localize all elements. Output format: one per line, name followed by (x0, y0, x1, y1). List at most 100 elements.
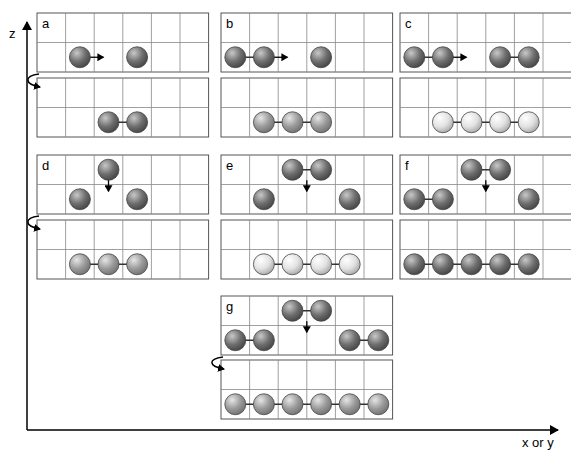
atom (311, 300, 332, 321)
grid-line (221, 42, 393, 43)
atom (339, 254, 360, 275)
atom (127, 254, 148, 275)
step-arrow (28, 216, 40, 229)
atom (461, 112, 482, 133)
atom (253, 112, 274, 133)
atom (461, 159, 482, 180)
grid-line (37, 107, 209, 108)
grid-frame (400, 220, 571, 279)
step-arrow (212, 357, 224, 369)
atom (432, 47, 453, 68)
atom (69, 189, 90, 210)
atom (127, 189, 148, 210)
panel-letter: c (405, 16, 412, 31)
move-arrow (453, 57, 466, 58)
grid-line (37, 249, 209, 250)
grid-frame (37, 220, 209, 279)
atom (127, 112, 148, 133)
grid-line (400, 42, 571, 43)
atom (368, 330, 389, 351)
atom (98, 254, 119, 275)
atom (461, 254, 482, 275)
grid-line (221, 249, 393, 250)
atom (339, 330, 360, 351)
atom (518, 47, 539, 68)
grid-frame (400, 13, 571, 72)
x-axis (27, 429, 558, 431)
atom (282, 300, 303, 321)
panel-letter: b (226, 16, 233, 31)
atom (69, 47, 90, 68)
atom (339, 394, 360, 415)
atom (432, 112, 453, 133)
atom (311, 254, 332, 275)
atom (253, 254, 274, 275)
grid-frame (400, 78, 571, 137)
atom (98, 159, 119, 180)
atom (339, 189, 360, 210)
atom (490, 159, 511, 180)
atom (518, 112, 539, 133)
atom (282, 159, 303, 180)
move-arrow (90, 57, 103, 58)
atom (432, 254, 453, 275)
grid-line (306, 155, 307, 214)
grid-line (400, 107, 571, 108)
grid-frame (221, 155, 393, 214)
atom (404, 189, 425, 210)
atom (490, 254, 511, 275)
grid-frame (37, 155, 209, 214)
grid-frame (400, 155, 571, 214)
atom (253, 394, 274, 415)
atom (69, 254, 90, 275)
atom (225, 47, 246, 68)
atom (404, 254, 425, 275)
grid-line (221, 107, 393, 108)
atom (253, 330, 274, 351)
grid-line (485, 155, 486, 214)
atom (98, 112, 119, 133)
atom (282, 254, 303, 275)
panel-letter: d (42, 158, 49, 173)
atom (518, 189, 539, 210)
atom (282, 112, 303, 133)
atom (225, 394, 246, 415)
axis-label: z (9, 26, 16, 41)
move-arrow (485, 180, 486, 191)
grid-frame (221, 78, 393, 137)
atom (311, 112, 332, 133)
atom (311, 47, 332, 68)
atom (404, 47, 425, 68)
grid-frame (221, 13, 393, 72)
atom (282, 394, 303, 415)
panel-letter: a (42, 16, 49, 31)
grid-frame (37, 78, 209, 137)
grid-frame (221, 360, 393, 419)
atom (432, 189, 453, 210)
z-axis (26, 22, 28, 430)
step-arrow (28, 74, 40, 87)
atom (253, 47, 274, 68)
grid-frame (221, 220, 393, 279)
move-arrow (306, 180, 307, 191)
panel-letter: g (226, 299, 233, 314)
move-arrow (274, 57, 287, 58)
grid-line (37, 42, 209, 43)
atom (253, 189, 274, 210)
atom (368, 394, 389, 415)
grid-frame (37, 13, 209, 72)
atom (490, 112, 511, 133)
axis-label: x or y (522, 435, 554, 450)
grid-line (400, 249, 571, 250)
grid-line (306, 296, 307, 355)
move-arrow (306, 321, 307, 332)
panel-letter: f (405, 158, 409, 173)
move-arrow (108, 180, 109, 191)
atom (518, 254, 539, 275)
grid-line (221, 389, 393, 390)
atom (490, 47, 511, 68)
grid-frame (221, 296, 393, 355)
atom (127, 47, 148, 68)
atom (311, 159, 332, 180)
